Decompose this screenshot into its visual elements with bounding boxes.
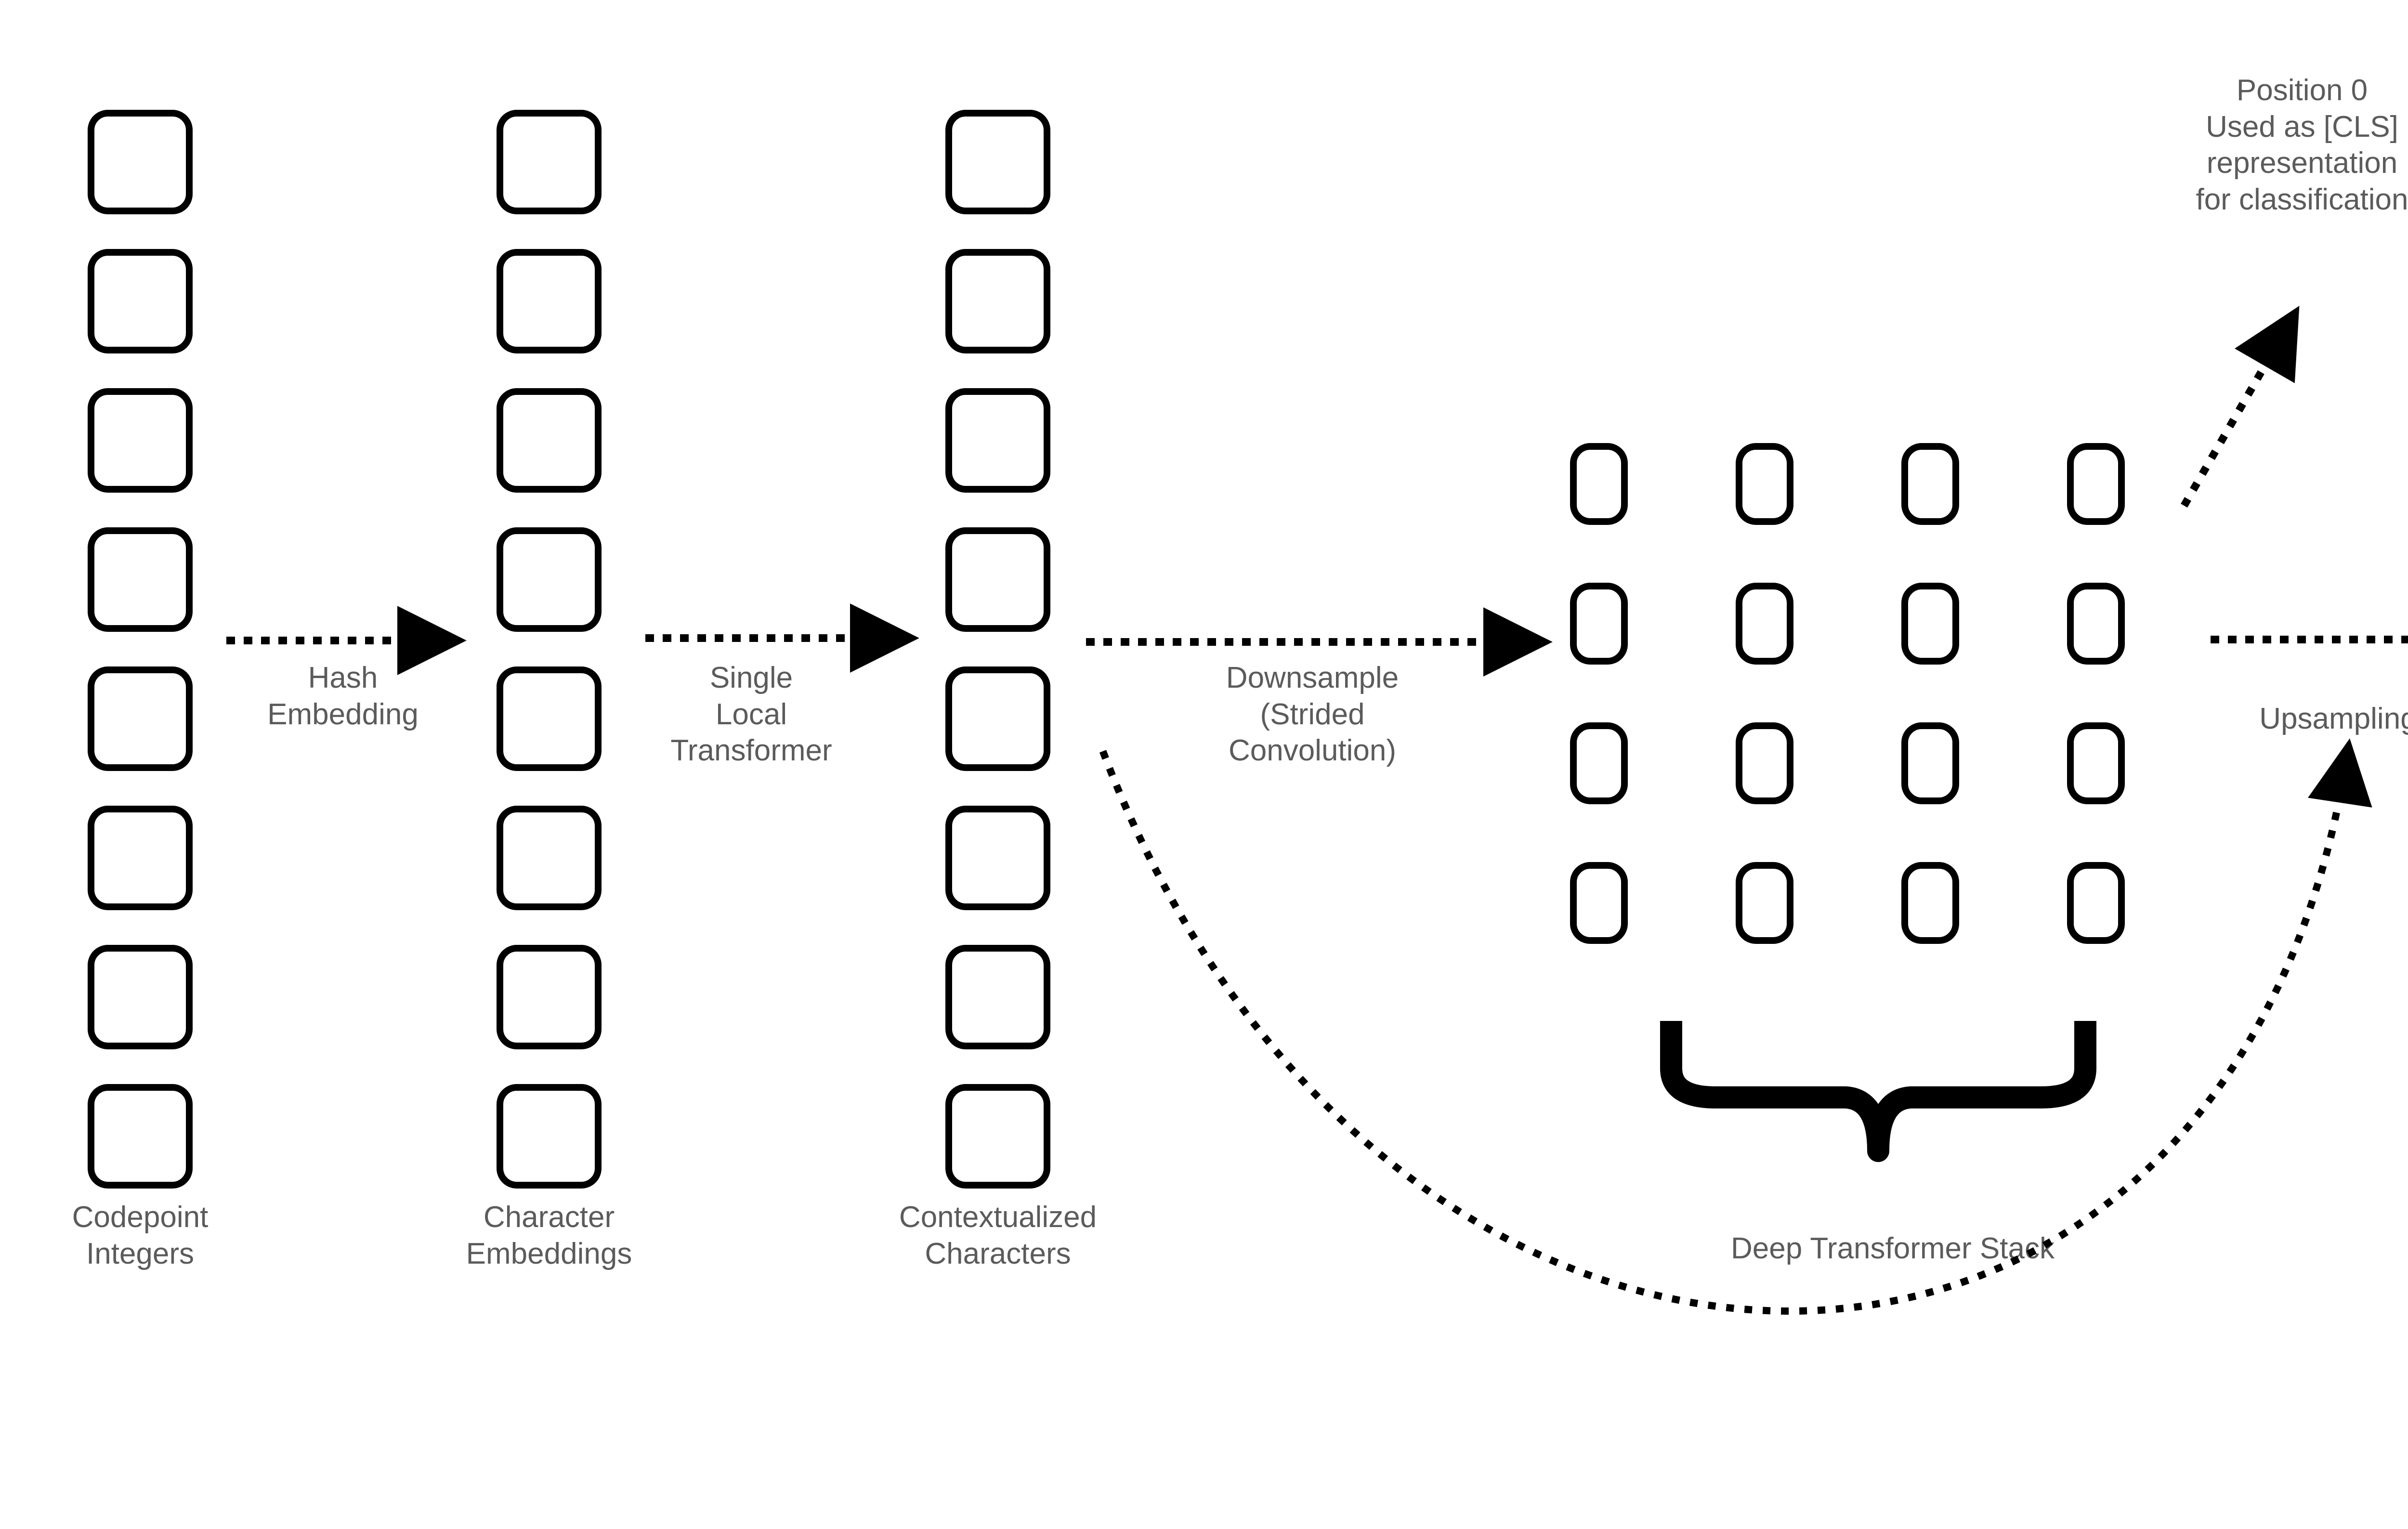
- cell-deep-transformer-stack: [1570, 583, 1628, 665]
- cell-character-embeddings: [497, 666, 602, 771]
- cell-deep-transformer-stack: [1736, 443, 1793, 525]
- edge-label-single-local-transformer: Single Local Transformer: [670, 661, 832, 768]
- grid-label-deep-transformer-stack: Deep Transformer Stack: [1731, 1232, 2055, 1265]
- cell-codepoint-integers: [88, 1084, 193, 1189]
- curve-residual-skip-connection: [1099, 738, 2372, 1315]
- cell-codepoint-integers: [88, 527, 193, 632]
- cell-deep-transformer-stack: [2067, 443, 2125, 525]
- cell-deep-transformer-stack: [1570, 722, 1628, 804]
- cell-deep-transformer-stack: [2067, 862, 2125, 944]
- cell-deep-transformer-stack: [1901, 722, 1959, 804]
- edge-label-upsampling: Upsampling: [2259, 702, 2408, 735]
- column-label-contextualized-characters: Contextualized Characters: [899, 1201, 1097, 1270]
- cell-codepoint-integers: [88, 666, 193, 771]
- edge-label-downsample-strided-convolution: Downsample (Strided Convolution): [1226, 661, 1399, 768]
- cell-character-embeddings: [497, 945, 602, 1049]
- cell-deep-transformer-stack: [2067, 722, 2125, 804]
- cell-deep-transformer-stack: [1901, 443, 1959, 525]
- cell-character-embeddings: [497, 1084, 602, 1189]
- cell-contextualized-characters: [945, 666, 1050, 771]
- cell-contextualized-characters: [945, 110, 1050, 214]
- column-label-character-embeddings: Character Embeddings: [466, 1201, 632, 1270]
- cell-contextualized-characters: [945, 249, 1050, 353]
- cell-codepoint-integers: [88, 388, 193, 493]
- arrow-position-zero-cls: [2181, 306, 2300, 508]
- cell-contextualized-characters: [945, 1084, 1050, 1189]
- cell-codepoint-integers: [88, 806, 193, 910]
- cell-codepoint-integers: [88, 110, 193, 214]
- cell-character-embeddings: [497, 110, 602, 214]
- cell-codepoint-integers: [88, 249, 193, 353]
- cell-contextualized-characters: [945, 806, 1050, 910]
- cell-deep-transformer-stack: [1736, 862, 1793, 944]
- annotation-position-zero-cls: Position 0 Used as [CLS] representation …: [2196, 74, 2408, 216]
- cell-codepoint-integers: [88, 945, 193, 1049]
- cell-contextualized-characters: [945, 945, 1050, 1049]
- cell-deep-transformer-stack: [1570, 862, 1628, 944]
- cell-character-embeddings: [497, 806, 602, 910]
- column-label-codepoint-integers: Codepoint Integers: [72, 1201, 209, 1270]
- cell-character-embeddings: [497, 249, 602, 353]
- cell-deep-transformer-stack: [1901, 583, 1959, 665]
- cell-deep-transformer-stack: [2067, 583, 2125, 665]
- cell-character-embeddings: [497, 388, 602, 493]
- brace-deep-transformer-stack-brace: [1660, 1021, 2096, 1162]
- cell-contextualized-characters: [945, 527, 1050, 632]
- cell-deep-transformer-stack: [1901, 862, 1959, 944]
- cell-character-embeddings: [497, 527, 602, 632]
- cell-deep-transformer-stack: [1736, 722, 1793, 804]
- cell-deep-transformer-stack: [1570, 443, 1628, 525]
- edge-label-hash-embedding: Hash Embedding: [267, 661, 419, 731]
- cell-deep-transformer-stack: [1736, 583, 1793, 665]
- cell-contextualized-characters: [945, 388, 1050, 493]
